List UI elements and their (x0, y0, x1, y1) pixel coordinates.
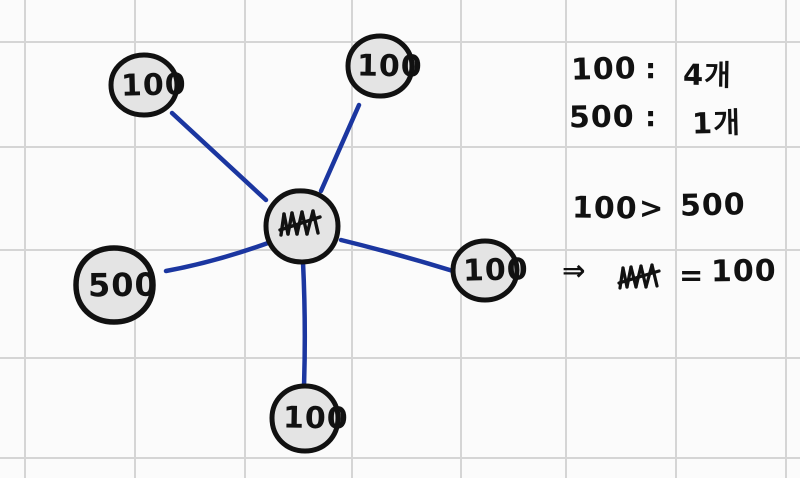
coin-top-right (345, 33, 415, 99)
connector-top-left (169, 110, 269, 203)
coin-right (450, 238, 520, 303)
connector-bottom (300, 259, 308, 389)
connector-top-right (318, 102, 362, 194)
connector-right (338, 237, 456, 274)
coin-bottom (269, 383, 341, 454)
coin-left (73, 245, 156, 325)
coin-top-left (108, 52, 180, 118)
connector-lines (163, 102, 456, 389)
unknown-coin (263, 188, 341, 265)
connector-left (163, 240, 271, 274)
scribble-symbol (278, 209, 322, 237)
